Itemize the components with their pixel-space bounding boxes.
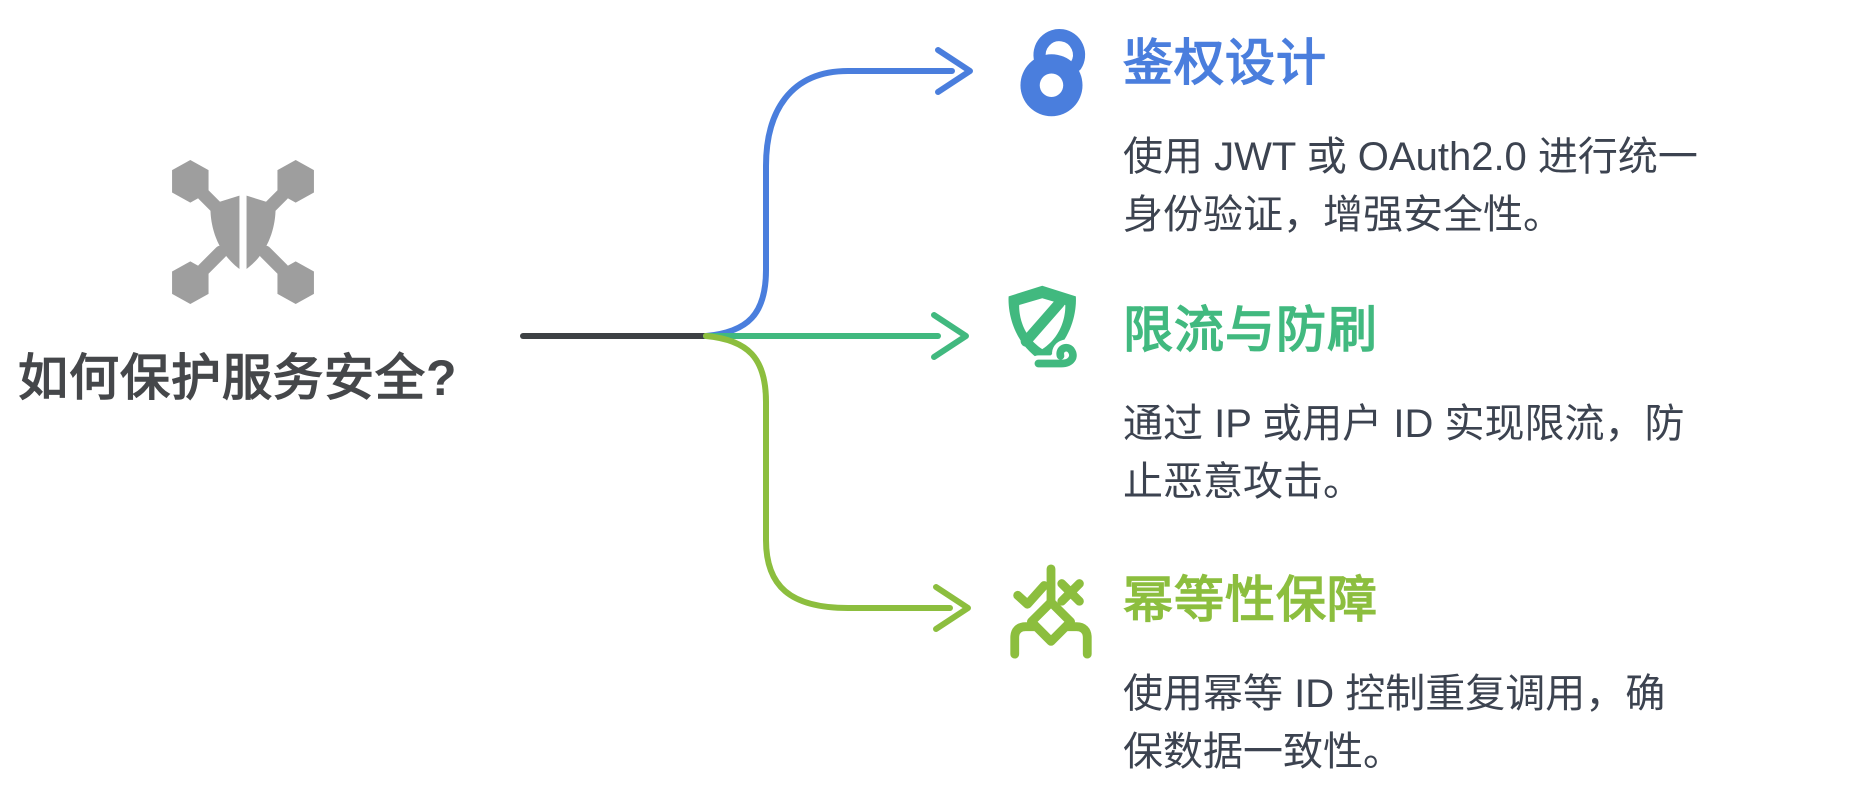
branch-line-idempotency xyxy=(703,333,971,632)
branch-line-rate-limit xyxy=(703,312,969,360)
branch-description: 使用 JWT 或 OAuth2.0 进行统一 身份验证，增强安全性。 xyxy=(1123,135,1698,237)
branch-title: 鉴权设计 xyxy=(1123,35,1327,91)
arrow-head-icon xyxy=(931,312,969,360)
branch-description: 使用幂等 ID 控制重复调用，确 保数据一致性。 xyxy=(1123,672,1666,774)
arrow-head-icon xyxy=(935,47,973,95)
unlock-icon xyxy=(1020,29,1086,117)
branch-description: 通过 IP 或用户 ID 实现限流，防 止恶意攻击。 xyxy=(1123,402,1685,504)
branch-node-rate-limit: 限流与防刷 通过 IP 或用户 ID 实现限流，防 止恶意攻击。 xyxy=(1123,303,1862,511)
shield-slash-wind-icon xyxy=(1008,285,1082,372)
branch-title: 限流与防刷 xyxy=(1123,302,1378,358)
arrow-head-icon xyxy=(933,584,971,632)
root-node-title: 如何保护服务安全? xyxy=(18,350,458,406)
branch-node-auth: 鉴权设计 使用 JWT 或 OAuth2.0 进行统一 身份验证，增强安全性。 xyxy=(1123,36,1862,244)
branch-check-cross-icon xyxy=(1010,564,1092,659)
branch-title: 幂等性保障 xyxy=(1123,572,1378,628)
branch-node-idempotency: 幂等性保障 使用幂等 ID 控制重复调用，确 保数据一致性。 xyxy=(1123,573,1862,781)
network-shield-icon xyxy=(172,160,314,304)
branch-line-auth xyxy=(703,47,973,339)
